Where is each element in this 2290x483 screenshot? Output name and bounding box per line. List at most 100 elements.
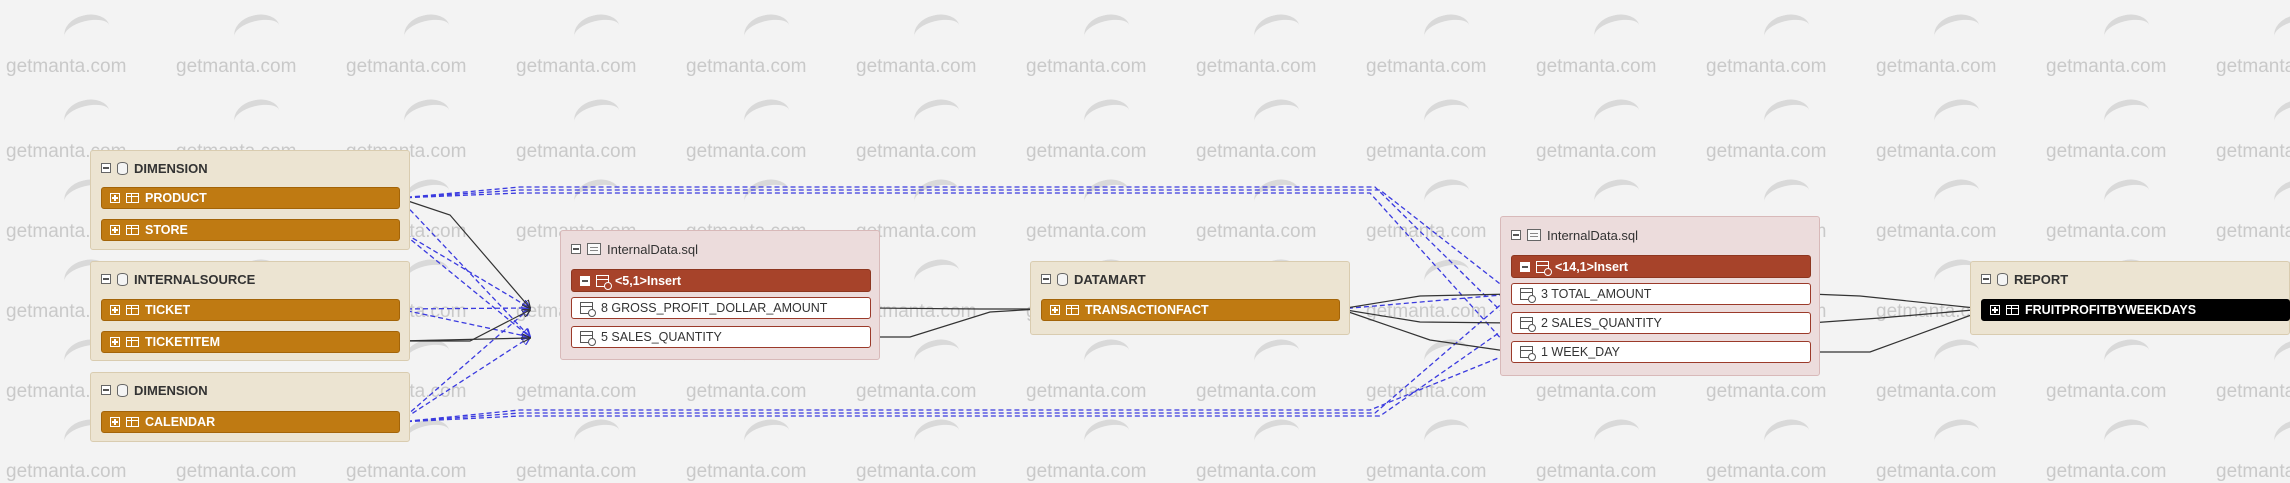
column-total-amount[interactable]: 3 TOTAL_AMOUNT bbox=[1511, 283, 1811, 305]
table-label: FRUITPROFITBYWEEKDAYS bbox=[2025, 303, 2197, 317]
table-icon bbox=[1066, 305, 1079, 315]
database-icon bbox=[117, 383, 128, 397]
collapse-icon[interactable] bbox=[1511, 230, 1521, 240]
expand-icon[interactable] bbox=[110, 305, 120, 315]
group-dimension-top: DIMENSION PRODUCT STORE bbox=[90, 150, 410, 250]
column-icon bbox=[580, 302, 596, 317]
table-transactionfact[interactable]: TRANSACTIONFACT bbox=[1041, 299, 1340, 321]
group-dimension-bottom: DIMENSION CALENDAR bbox=[90, 372, 410, 442]
group-header: InternalData.sql bbox=[571, 240, 698, 258]
watermark-text: getmanta.com bbox=[1876, 461, 1997, 482]
watermark-text: getmanta.com bbox=[1536, 461, 1657, 482]
group-report: REPORT FRUITPROFITBYWEEKDAYS bbox=[1970, 261, 2290, 335]
group-datamart: DATAMART TRANSACTIONFACT bbox=[1030, 261, 1350, 335]
watermark-text: getmanta.com bbox=[176, 461, 297, 482]
watermark-text: getmanta.com bbox=[856, 461, 977, 482]
table-ticket[interactable]: TICKET bbox=[101, 299, 400, 321]
statement-label: <5,1>Insert bbox=[615, 273, 682, 288]
collapse-icon[interactable] bbox=[101, 163, 111, 173]
flow-store-sql1-qty bbox=[398, 229, 530, 337]
collapse-icon[interactable] bbox=[101, 385, 111, 395]
insert-statement-icon bbox=[596, 274, 612, 290]
table-icon bbox=[126, 417, 139, 427]
table-label: TICKET bbox=[145, 303, 191, 317]
collapse-icon[interactable] bbox=[1981, 274, 1991, 284]
column-icon bbox=[1520, 346, 1536, 361]
table-fruitprofitbyweekdays[interactable]: FRUITPROFITBYWEEKDAYS bbox=[1981, 299, 2290, 321]
expand-icon[interactable] bbox=[110, 225, 120, 235]
expand-icon[interactable] bbox=[1990, 305, 2000, 315]
table-icon bbox=[126, 193, 139, 203]
expand-icon[interactable] bbox=[110, 193, 120, 203]
watermark-text: getmanta.com bbox=[1196, 461, 1317, 482]
group-title: INTERNALSOURCE bbox=[134, 271, 256, 287]
table-label: PRODUCT bbox=[145, 191, 207, 205]
flow-product-sql1-gross bbox=[398, 197, 530, 308]
watermark-text: getmanta.com bbox=[6, 461, 127, 482]
group-header: DIMENSION bbox=[101, 159, 208, 177]
watermark-text: getmanta.com bbox=[2216, 461, 2290, 482]
group-title: InternalData.sql bbox=[1547, 227, 1639, 243]
group-title: DIMENSION bbox=[134, 382, 208, 398]
column-label: 2 SALES_QUANTITY bbox=[1541, 316, 1662, 330]
table-icon bbox=[126, 225, 139, 235]
expand-icon[interactable] bbox=[1050, 305, 1060, 315]
flow-store-sql1-gross bbox=[398, 229, 530, 308]
expand-icon[interactable] bbox=[110, 337, 120, 347]
flow-calendar-sql2-qty bbox=[398, 323, 1513, 423]
flow-fact-sql2-week bbox=[1339, 308, 1513, 352]
database-icon bbox=[117, 161, 128, 175]
table-label: STORE bbox=[145, 223, 188, 237]
flow-fact-sql2-indirect bbox=[1339, 294, 1513, 310]
database-icon bbox=[1997, 272, 2008, 286]
column-week-day[interactable]: 1 WEEK_DAY bbox=[1511, 341, 1811, 363]
expand-icon[interactable] bbox=[110, 417, 120, 427]
lineage-connections bbox=[398, 186, 2290, 423]
collapse-icon[interactable] bbox=[101, 274, 111, 284]
watermark-text: getmanta.com bbox=[1366, 461, 1487, 482]
statement-insert-1[interactable]: <5,1>Insert bbox=[571, 269, 871, 292]
table-product[interactable]: PRODUCT bbox=[101, 187, 400, 209]
database-icon bbox=[1057, 272, 1068, 286]
insert-statement-icon bbox=[1536, 260, 1552, 276]
group-title: DIMENSION bbox=[134, 160, 208, 176]
flow-product-sql1-qty bbox=[398, 197, 530, 337]
collapse-icon[interactable] bbox=[571, 244, 581, 254]
flow-fact-sql2-total bbox=[1339, 294, 1513, 310]
flow-ticket-sql1-qty bbox=[398, 308, 530, 337]
statement-insert-2[interactable]: <14,1>Insert bbox=[1511, 255, 1811, 278]
flow-ticketitem-sql1-qty bbox=[398, 338, 530, 341]
column-label: 3 TOTAL_AMOUNT bbox=[1541, 287, 1652, 301]
table-store[interactable]: STORE bbox=[101, 219, 400, 241]
flow-calendar-sql1-qty bbox=[398, 337, 530, 423]
watermark-text: getmanta.com bbox=[686, 461, 807, 482]
collapse-icon[interactable] bbox=[1520, 261, 1530, 272]
script-icon bbox=[1527, 229, 1541, 241]
table-label: CALENDAR bbox=[145, 415, 216, 429]
collapse-icon[interactable] bbox=[1041, 274, 1051, 284]
column-sales-quantity[interactable]: 2 SALES_QUANTITY bbox=[1511, 312, 1811, 334]
watermark-text: getmanta.com bbox=[1706, 461, 1827, 482]
flow-product-sql2-qty bbox=[398, 186, 1513, 323]
table-icon bbox=[126, 305, 139, 315]
script-icon bbox=[587, 243, 601, 255]
indirect-flows bbox=[398, 186, 1513, 423]
column-icon bbox=[1520, 288, 1536, 303]
collapse-icon[interactable] bbox=[580, 275, 590, 286]
group-header: DATAMART bbox=[1041, 270, 1146, 288]
table-ticketitem[interactable]: TICKETITEM bbox=[101, 331, 400, 353]
column-sales-quantity[interactable]: 5 SALES_QUANTITY bbox=[571, 326, 871, 348]
group-internalsource: INTERNALSOURCE TICKET TICKETITEM bbox=[90, 261, 410, 361]
flow-product-sql2-total bbox=[398, 189, 1513, 294]
table-calendar[interactable]: CALENDAR bbox=[101, 411, 400, 433]
flow-calendar-sql1-gross bbox=[398, 308, 530, 423]
flow-calendar-sql2-week bbox=[398, 352, 1513, 423]
column-label: 8 GROSS_PROFIT_DOLLAR_AMOUNT bbox=[601, 301, 828, 315]
column-label: 1 WEEK_DAY bbox=[1541, 345, 1620, 359]
flow-sql2-week-report bbox=[1810, 310, 1985, 353]
direct-flows bbox=[398, 197, 1985, 353]
group-title: InternalData.sql bbox=[607, 241, 699, 257]
flow-sql1-qty-fact bbox=[868, 309, 1040, 338]
group-sql-script-2: InternalData.sql <14,1>Insert 3 TOTAL_AM… bbox=[1500, 216, 1820, 376]
column-gross-profit-dollar-amount[interactable]: 8 GROSS_PROFIT_DOLLAR_AMOUNT bbox=[571, 297, 871, 319]
